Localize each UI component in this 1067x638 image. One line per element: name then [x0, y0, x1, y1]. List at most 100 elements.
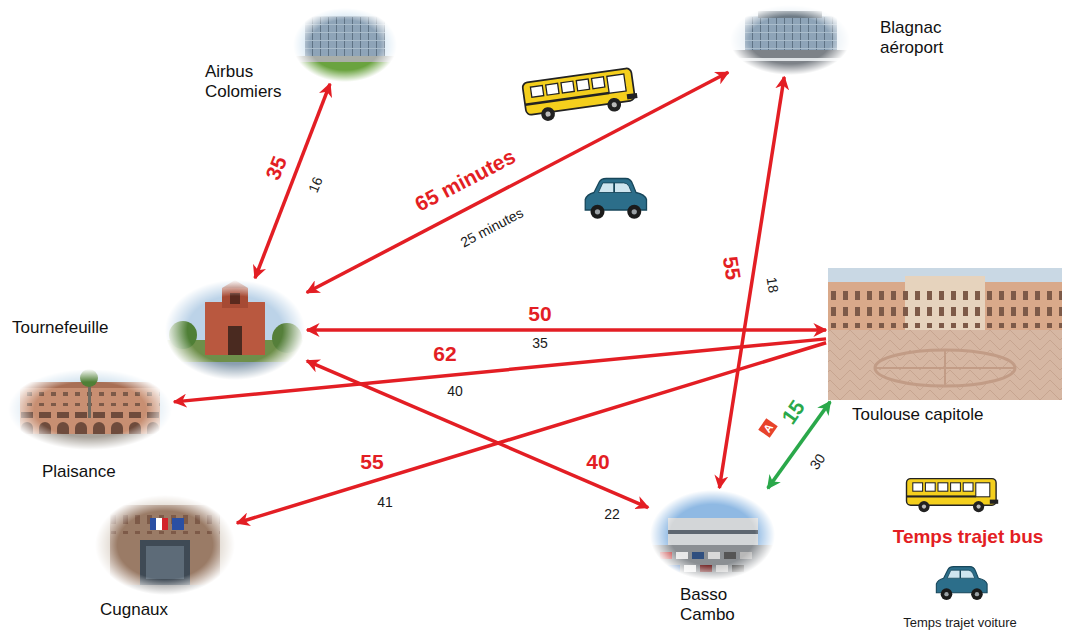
legend-entry: Temps trajet bus [893, 526, 1044, 548]
place-node: Tournefeuille [165, 280, 305, 380]
blagnac-photo [730, 5, 850, 75]
car-time-label: 40 [447, 384, 463, 399]
plaisance-photo [8, 369, 172, 450]
blagnac-photo [730, 5, 850, 75]
basso-cambo-photo [700, 565, 712, 572]
metro-badge: A [758, 418, 778, 438]
basso-cambo-photo [676, 552, 688, 559]
legend-text: Temps trajet voiture [903, 615, 1016, 630]
car-time-label: 22 [604, 507, 620, 522]
capitole-photo [828, 284, 1062, 328]
travel-arrow [307, 361, 648, 508]
airbus-photo [305, 16, 385, 56]
place-name: Tournefeuille [12, 318, 157, 338]
connector-group [174, 72, 830, 523]
cugnaux-photo [172, 518, 184, 530]
capitole-photo [828, 330, 1062, 400]
cugnaux-photo [156, 518, 162, 530]
bus-time-label: 65 minutes [411, 144, 519, 215]
legend-car-icon [936, 567, 987, 600]
basso-cambo-photo [650, 490, 775, 580]
capitole-photo [875, 350, 1015, 386]
cugnaux-photo [140, 540, 190, 585]
car-time-label: 18 [763, 276, 781, 294]
legend-entry: Temps trajet voiture [903, 615, 1016, 630]
travel-arrow [174, 339, 826, 402]
car-time-label: 16 [306, 175, 326, 195]
capitole-photo [828, 268, 1062, 400]
tournefeuille-photo [165, 280, 305, 380]
cugnaux-photo [95, 495, 235, 595]
place-name: Airbus Colomiers [205, 62, 295, 103]
place-node: Plaisance [8, 370, 172, 450]
tournefeuille-photo [165, 362, 305, 380]
basso-cambo-photo [740, 552, 752, 559]
car-time-label: 25 minutes [458, 205, 526, 250]
basso-cambo-photo [692, 552, 704, 559]
travel-arrow [307, 72, 728, 292]
basso-cambo-photo [708, 552, 720, 559]
plaisance-photo [80, 369, 98, 387]
cugnaux-photo [146, 546, 184, 579]
tournefeuille-photo [230, 293, 240, 304]
place-node: Airbus Colomiers [293, 8, 397, 82]
bus-time-label: 35 [261, 153, 291, 183]
legend-bus-icon [907, 479, 999, 513]
car-icon [585, 179, 646, 219]
cugnaux-photo [162, 518, 168, 530]
tournefeuille-photo [205, 302, 265, 355]
cugnaux-photo [110, 505, 220, 585]
place-node: Cugnaux [95, 495, 235, 595]
airbus-photo [293, 62, 397, 82]
cugnaux-photo [150, 518, 156, 530]
basso-cambo-photo [668, 518, 758, 545]
place-name: Cugnaux [100, 600, 220, 620]
tournefeuille-photo [169, 321, 197, 349]
bus-time-label: 50 [528, 302, 551, 325]
legend-car-icon [936, 567, 987, 600]
cugnaux-photo [110, 510, 220, 534]
basso-cambo-photo [668, 565, 680, 572]
bus-time-label: 62 [433, 342, 456, 365]
tournefeuille-photo [222, 288, 248, 308]
place-name: Basso Cambo [680, 585, 750, 626]
blagnac-photo [745, 16, 837, 50]
travel-arrow [307, 328, 826, 332]
airbus-photo [293, 8, 397, 82]
basso-cambo-photo [668, 530, 758, 534]
car-icon [585, 179, 646, 219]
basso-cambo-photo [716, 565, 728, 572]
basso-cambo-photo [660, 552, 672, 559]
place-node: Toulouse capitole [828, 268, 1062, 400]
bus-time-label: 55 [360, 450, 383, 473]
place-name: Blagnac aéroport [880, 18, 980, 59]
place-node: Blagnac aéroport [730, 5, 850, 75]
plaisance-photo [8, 434, 172, 450]
car-time-label: 35 [532, 336, 548, 351]
capitole-photo [828, 268, 1062, 400]
tournefeuille-photo [228, 326, 242, 355]
basso-cambo-photo [650, 545, 775, 580]
travel-arrow [255, 84, 330, 278]
legend-bus-icon [907, 479, 999, 513]
tournefeuille-photo [222, 280, 248, 288]
tournefeuille-photo [165, 280, 305, 380]
plaisance-photo [8, 370, 172, 450]
capitole-photo [875, 350, 1015, 386]
blagnac-photo [758, 11, 822, 18]
tournefeuille-photo [272, 323, 302, 353]
place-node: Basso Cambo [650, 490, 775, 580]
airbus-photo [293, 56, 397, 62]
legend-text: Temps trajet bus [893, 526, 1044, 548]
place-name: Plaisance [42, 462, 162, 482]
blagnac-photo [730, 58, 850, 61]
basso-cambo-photo [732, 565, 744, 572]
travel-arrow [237, 343, 826, 523]
travel-arrow [719, 77, 784, 488]
bus-icon [522, 67, 639, 123]
cugnaux-photo [95, 495, 235, 595]
airbus-photo [293, 8, 397, 82]
bus-time-label: 40 [586, 450, 609, 473]
basso-cambo-photo [724, 552, 736, 559]
